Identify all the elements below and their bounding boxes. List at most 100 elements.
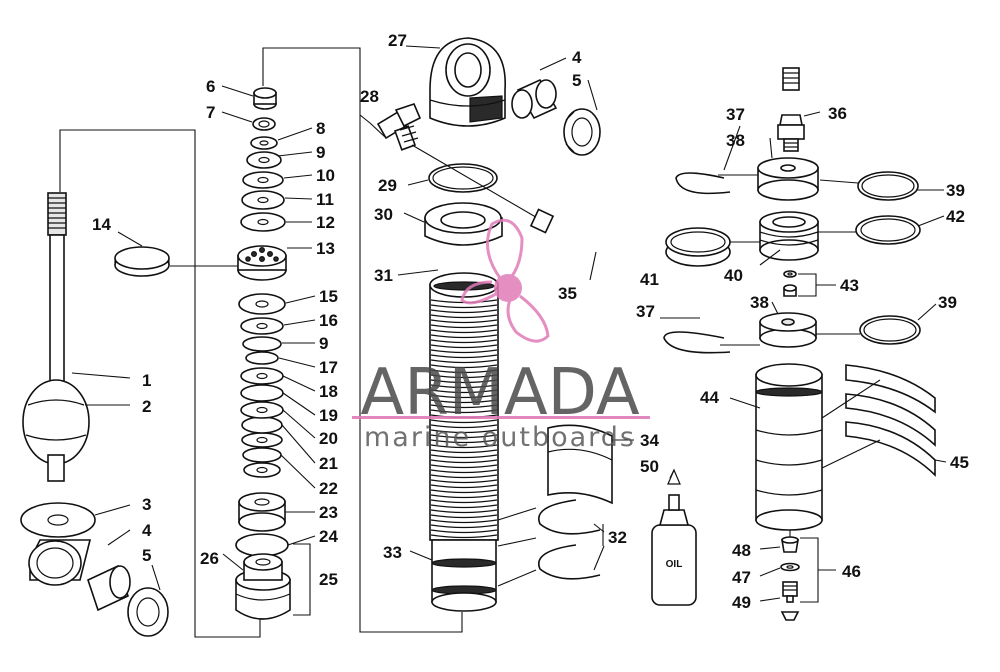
callout-46: 46 — [842, 562, 861, 581]
flange-bush-5-upper — [563, 108, 601, 156]
callout-23: 23 — [319, 503, 338, 522]
callout-28: 28 — [360, 87, 379, 106]
reservoir-assembly — [660, 111, 947, 621]
bumper — [22, 379, 90, 465]
shields-45 — [821, 364, 947, 477]
callout-4b: 4 — [572, 48, 582, 67]
washer-3 — [20, 502, 96, 538]
callout-39b: 39 — [938, 293, 957, 312]
callout-22: 22 — [319, 479, 338, 498]
washer-24 — [235, 533, 289, 557]
callout-20: 20 — [319, 429, 338, 448]
callout-35: 35 — [558, 284, 577, 303]
snap-rings-32 — [497, 499, 605, 587]
shim-stack-lower — [238, 293, 286, 478]
callout-3: 3 — [142, 495, 151, 514]
shaft — [49, 234, 65, 391]
callout-6: 6 — [206, 77, 215, 96]
callout-16: 16 — [319, 311, 338, 330]
callout-48: 48 — [732, 541, 751, 560]
reservoir-body-44 — [755, 363, 823, 531]
seal-head-30 — [424, 202, 503, 246]
callout-7: 7 — [206, 103, 215, 122]
callout-17: 17 — [319, 358, 338, 377]
callout-19: 19 — [319, 406, 338, 425]
callout-30: 30 — [374, 205, 393, 224]
snap-ring-37a — [675, 172, 731, 195]
end-cap-38a — [757, 157, 819, 201]
bushing-4-upper — [511, 78, 558, 120]
callout-38a: 38 — [726, 131, 745, 150]
callout-24: 24 — [319, 527, 338, 546]
ring-14 — [114, 246, 170, 277]
callout-26: 26 — [200, 549, 219, 568]
callout-37a: 37 — [726, 105, 745, 124]
hose-35 — [529, 23, 800, 281]
ring-39a — [857, 171, 919, 201]
watermark: ARMADA marine outboards — [352, 218, 650, 453]
floating-piston-40 — [759, 211, 819, 261]
callout-11: 11 — [316, 190, 334, 209]
callout-41: 41 — [640, 270, 659, 289]
callout-10: 10 — [316, 166, 335, 185]
callout-9a: 9 — [316, 143, 325, 162]
callout-5: 5 — [142, 546, 151, 565]
callout-43: 43 — [840, 276, 859, 295]
shock-body — [359, 37, 601, 612]
callout-2: 2 — [142, 397, 151, 416]
callout-5b: 5 — [572, 71, 581, 90]
ring-41 — [665, 227, 731, 267]
tube-bottom-33 — [431, 539, 497, 612]
callout-12: 12 — [316, 213, 335, 232]
base-valve-25 — [235, 553, 291, 620]
watermark-tagline: marine outboards — [364, 422, 636, 453]
callout-49: 49 — [732, 593, 751, 612]
callout-36: 36 — [828, 104, 847, 123]
callout-13: 13 — [316, 239, 335, 258]
callout-32: 32 — [608, 528, 627, 547]
ring-39b — [859, 315, 921, 345]
callout-9b: 9 — [319, 334, 328, 353]
callout-29: 29 — [378, 176, 397, 195]
callout-39a: 39 — [946, 181, 965, 200]
eyelet-head-27 — [429, 37, 506, 127]
callout-42: 42 — [946, 207, 965, 226]
valve-stack — [221, 47, 463, 633]
shaft-thread — [47, 192, 67, 236]
washer-7 — [252, 117, 276, 131]
callout-33: 33 — [383, 543, 402, 562]
callout-8: 8 — [316, 119, 325, 138]
shaft-end — [47, 454, 65, 482]
callout-34: 34 — [640, 431, 659, 450]
end-cap-38b — [759, 312, 817, 348]
valve-set-46 — [759, 530, 836, 621]
callout-21: 21 — [319, 454, 338, 473]
shaft-assembly — [20, 129, 261, 638]
callout-25: 25 — [319, 570, 338, 589]
bottle-label: OIL — [666, 559, 683, 570]
oil-bottle-50: OIL — [651, 468, 697, 606]
screw-set-43 — [783, 270, 836, 297]
callout-labels: 1 2 3 4 5 14 6 7 8 9 10 11 12 13 15 16 9… — [92, 31, 969, 612]
flange-bush-5 — [127, 587, 169, 637]
spacer-23 — [238, 492, 286, 532]
callout-18: 18 — [319, 382, 338, 401]
piston-13 — [237, 245, 287, 281]
elbow-fitting-28 — [376, 103, 422, 151]
callout-47: 47 — [732, 568, 751, 587]
callout-44: 44 — [700, 388, 719, 407]
callout-4: 4 — [142, 521, 152, 540]
clip-34 — [547, 424, 634, 505]
oring-29 — [428, 163, 498, 193]
callout-1: 1 — [142, 371, 151, 390]
watermark-propeller-icon — [460, 218, 550, 343]
callout-45: 45 — [950, 453, 969, 472]
callout-38b: 38 — [750, 293, 769, 312]
snap-ring-37b — [663, 331, 731, 354]
callout-37b: 37 — [636, 302, 655, 321]
callout-50: 50 — [640, 457, 659, 476]
fitting-36 — [777, 111, 821, 152]
ring-42 — [855, 215, 921, 245]
callout-31: 31 — [374, 266, 393, 285]
